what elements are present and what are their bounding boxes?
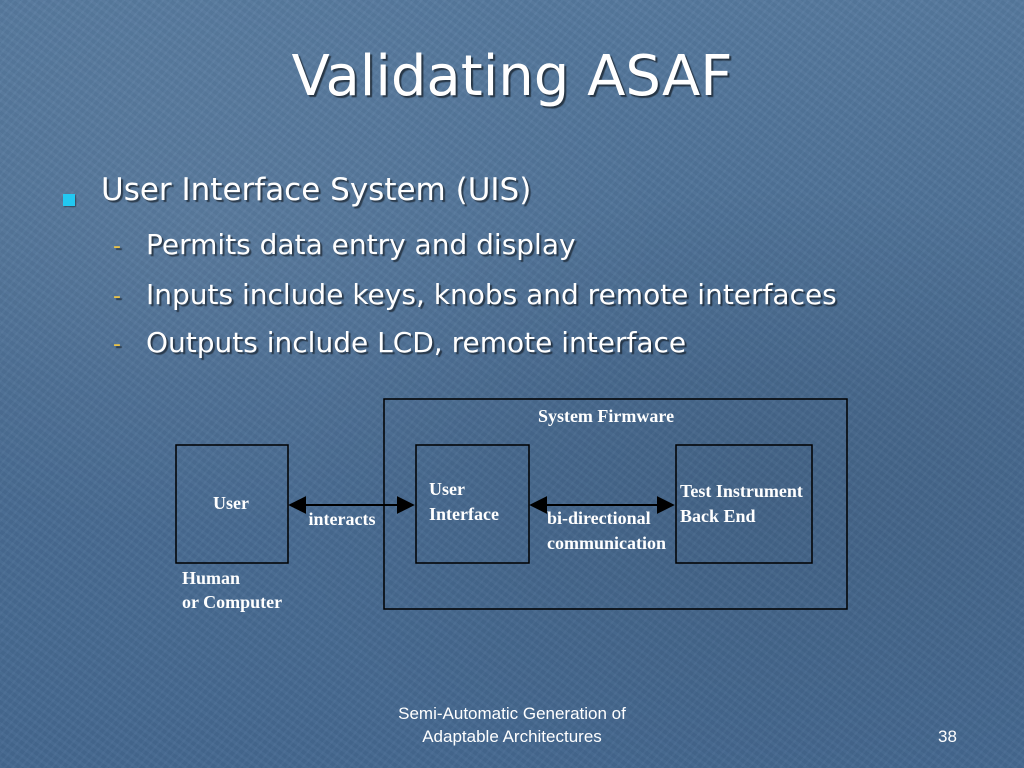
user-interface-label-line-2: Interface [429, 504, 499, 524]
back-end-label-line-1: Test Instrument [680, 481, 803, 501]
dash-marker-icon: - [113, 332, 121, 357]
system-firmware-label: System Firmware [538, 406, 674, 426]
user-interface-box [415, 444, 530, 564]
user-caption-line-2: or Computer [182, 592, 282, 612]
interacts-label: interacts [309, 509, 376, 529]
page-number: 38 [938, 727, 957, 746]
subbullet-text: Inputs include keys, knobs and remote in… [146, 278, 837, 311]
subbullet-text: Permits data entry and display [146, 228, 576, 261]
dash-marker-icon: - [113, 234, 121, 259]
slide-title: Validating ASAF [291, 44, 733, 109]
user-interface-label-line-1: User [429, 479, 465, 499]
back-end-label-line-2: Back End [680, 506, 756, 526]
bullet-text: User Interface System (UIS) [101, 172, 532, 208]
footer-line-2: Adaptable Architectures [422, 727, 602, 746]
user-caption-line-1: Human [182, 568, 240, 588]
slide-footer: Semi-Automatic Generation of Adaptable A… [0, 702, 1024, 748]
comm-label-line-1: bi-directional [547, 508, 651, 528]
dash-marker-icon: - [113, 284, 121, 309]
user-box-label: User [213, 493, 249, 513]
subbullet-text: Outputs include LCD, remote interface [146, 326, 687, 359]
footer-line-1: Semi-Automatic Generation of [398, 704, 626, 723]
back-end-box [675, 444, 813, 564]
comm-label-line-2: communication [547, 533, 666, 553]
user-box [175, 444, 289, 564]
square-bullet-icon [63, 194, 75, 206]
